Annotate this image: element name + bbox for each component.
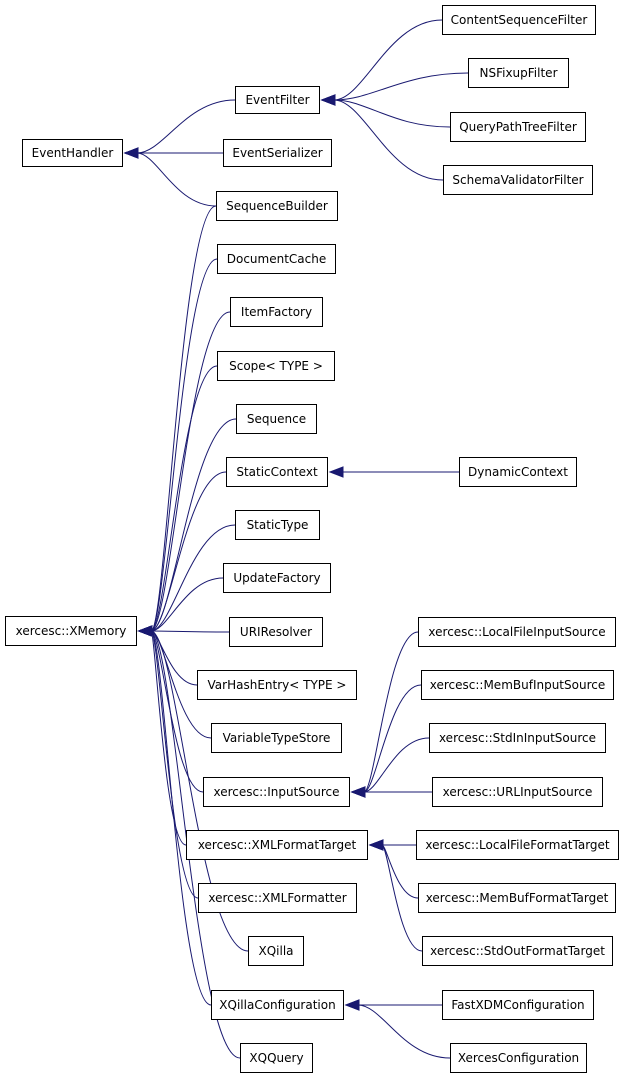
node-schema-validator-filter[interactable]: SchemaValidatorFilter bbox=[443, 165, 593, 195]
edge-local_file_input_source-to-input_source bbox=[363, 631, 419, 793]
node-item-factory[interactable]: ItemFactory bbox=[230, 297, 323, 327]
edge-xml_formatter-to-xmemory bbox=[150, 630, 199, 899]
edge-xml_format_target-to-xmemory bbox=[150, 630, 187, 846]
node-variable-type-store[interactable]: VariableTypeStore bbox=[211, 723, 342, 753]
edge-schema_validator_filter-to-event_filter bbox=[333, 99, 444, 181]
edge-uri_resolver-to-xmemory bbox=[150, 630, 230, 633]
edge-update_factory-to-xmemory bbox=[150, 577, 224, 632]
edge-variable_type_store-to-xmemory bbox=[150, 630, 212, 739]
node-var-hash-entry[interactable]: VarHashEntry< TYPE > bbox=[197, 670, 357, 700]
node-dynamic-context[interactable]: DynamicContext bbox=[459, 457, 577, 487]
node-fast-xdm-configuration[interactable]: FastXDMConfiguration bbox=[442, 990, 594, 1020]
edge-query_path_tree_filter-to-event_filter bbox=[333, 99, 451, 128]
node-document-cache[interactable]: DocumentCache bbox=[217, 244, 336, 274]
arrowhead-dynamic_context-to-static_context bbox=[328, 466, 344, 478]
edge-input_source-to-xmemory bbox=[150, 630, 204, 793]
edge-mem_buf_input_source-to-input_source bbox=[363, 684, 422, 793]
node-sequence-builder[interactable]: SequenceBuilder bbox=[216, 191, 338, 221]
arrowhead-xqquery-to-xmemory bbox=[137, 625, 153, 637]
edge-document_cache-to-xmemory bbox=[150, 258, 218, 632]
node-static-context[interactable]: StaticContext bbox=[226, 457, 328, 487]
node-content-sequence-filter[interactable]: ContentSequenceFilter bbox=[442, 5, 596, 35]
node-std-in-input-source[interactable]: xercesc::StdInInputSource bbox=[429, 723, 606, 753]
node-local-file-input-source[interactable]: xercesc::LocalFileInputSource bbox=[418, 617, 616, 647]
node-std-out-format-target[interactable]: xercesc::StdOutFormatTarget bbox=[422, 936, 613, 966]
node-mem-buf-input-source[interactable]: xercesc::MemBufInputSource bbox=[421, 670, 614, 700]
node-event-handler[interactable]: EventHandler bbox=[22, 139, 123, 167]
edge-std_in_input_source-to-input_source bbox=[363, 737, 430, 793]
node-nsfixup-filter[interactable]: NSFixupFilter bbox=[468, 58, 569, 88]
node-xerces-configuration[interactable]: XercesConfiguration bbox=[450, 1043, 587, 1073]
node-update-factory[interactable]: UpdateFactory bbox=[223, 563, 331, 593]
edge-mem_buf_format_target-to-xml_format_target bbox=[381, 844, 419, 899]
edge-item_factory-to-xmemory bbox=[150, 311, 231, 632]
edge-static_context-to-xmemory bbox=[150, 471, 227, 632]
node-static-type[interactable]: StaticType bbox=[235, 510, 320, 540]
arrowhead-sequence_builder-to-event_handler bbox=[123, 147, 139, 159]
node-uri-resolver[interactable]: URIResolver bbox=[229, 617, 323, 647]
edge-sequence_builder-to-xmemory bbox=[150, 205, 217, 632]
edge-sequence_builder-to-event_handler bbox=[136, 152, 217, 207]
node-local-file-format-target[interactable]: xercesc::LocalFileFormatTarget bbox=[416, 830, 619, 860]
node-mem-buf-format-target[interactable]: xercesc::MemBufFormatTarget bbox=[418, 883, 616, 913]
node-input-source[interactable]: xercesc::InputSource bbox=[203, 777, 350, 807]
arrowhead-xerces_configuration-to-xqilla_configuration bbox=[344, 999, 360, 1011]
edge-content_sequence_filter-to-event_filter bbox=[333, 19, 443, 101]
edge-xerces_configuration-to-xqilla_configuration bbox=[357, 1004, 451, 1059]
edge-scope_type-to-xmemory bbox=[150, 365, 218, 632]
edge-std_out_format_target-to-xml_format_target bbox=[381, 844, 423, 952]
node-url-input-source[interactable]: xercesc::URLInputSource bbox=[432, 777, 603, 807]
edge-xqilla-to-xmemory bbox=[150, 630, 249, 952]
edge-sequence-to-xmemory bbox=[150, 418, 237, 632]
edge-xqilla_configuration-to-xmemory bbox=[150, 630, 212, 1006]
node-query-path-tree-filter[interactable]: QueryPathTreeFilter bbox=[450, 112, 586, 142]
node-event-serializer[interactable]: EventSerializer bbox=[223, 139, 332, 167]
edge-static_type-to-xmemory bbox=[150, 524, 236, 632]
node-xmemory[interactable]: xercesc::XMemory bbox=[5, 616, 137, 646]
node-xml-formatter[interactable]: xercesc::XMLFormatter bbox=[198, 883, 357, 913]
arrowhead-std_out_format_target-to-xml_format_target bbox=[368, 839, 384, 851]
node-xqilla[interactable]: XQilla bbox=[248, 936, 304, 966]
node-event-filter[interactable]: EventFilter bbox=[235, 86, 320, 114]
arrowhead-schema_validator_filter-to-event_filter bbox=[320, 94, 336, 106]
edge-event_filter-to-event_handler bbox=[136, 99, 236, 154]
node-scope-type[interactable]: Scope< TYPE > bbox=[217, 351, 335, 381]
arrowhead-url_input_source-to-input_source bbox=[350, 786, 366, 798]
node-xml-format-target[interactable]: xercesc::XMLFormatTarget bbox=[186, 830, 368, 860]
edge-nsfixup_filter-to-event_filter bbox=[333, 72, 469, 101]
node-xqilla-configuration[interactable]: XQillaConfiguration bbox=[211, 990, 344, 1020]
node-xqquery[interactable]: XQQuery bbox=[240, 1043, 313, 1073]
node-sequence[interactable]: Sequence bbox=[236, 404, 317, 434]
